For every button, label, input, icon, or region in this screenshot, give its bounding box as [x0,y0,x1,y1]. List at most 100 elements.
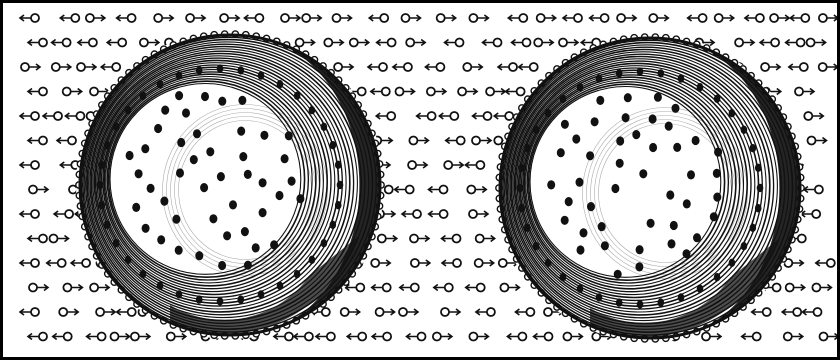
arrow-circle-glyph [688,14,707,22]
circle-arrow-glyph [500,284,519,292]
arrow-circle-glyph [60,161,79,169]
globe-dot [586,151,594,160]
circle-arrow-glyph [281,14,300,22]
arrow-circle-glyph [498,63,517,71]
band-dot [176,290,183,298]
arrow-circle-glyph [20,161,39,169]
globe-dot [710,212,718,221]
band-dot [321,123,328,131]
band-dot [519,164,526,172]
arrow-circle-glyph [442,235,461,243]
circle-arrow-glyph [469,210,488,218]
arrow-circle-glyph [28,39,47,47]
band-dot [217,64,224,72]
circle-arrow-glyph [770,14,789,22]
globe-dot [596,96,604,105]
globe-dot [622,113,630,122]
globe-dot [161,106,169,115]
globe-dot [692,136,700,145]
globe-dot [616,136,624,145]
band-dot [140,92,147,100]
band-dot [577,285,584,293]
globe-dot [270,240,278,249]
band-dot [741,242,748,250]
circle-arrow-glyph [795,88,814,96]
circle-arrow-glyph [463,63,482,71]
band-dot [697,83,704,91]
arrow-circle-glyph [316,333,335,341]
band-dot [741,126,748,134]
arrow-circle-glyph [816,259,835,267]
arrow-circle-glyph [494,112,513,120]
arrow-circle-glyph [563,14,582,22]
globe-dot [687,170,695,179]
globe-dot [683,199,691,208]
globe-dot [223,231,231,240]
band-dot [750,224,757,232]
circle-arrow-glyph [140,39,159,47]
circle-arrow-glyph [534,39,553,47]
band-dot [533,242,540,250]
arrow-circle-glyph [439,112,458,120]
arrow-circle-glyph [407,333,426,341]
arrow-circle-glyph [429,210,448,218]
circle-arrow-glyph [761,63,780,71]
circle-arrow-glyph [409,137,428,145]
arrow-circle-glyph [20,14,39,22]
globe-dot [288,177,296,186]
circle-arrow-glyph [96,308,115,316]
band-dot [596,74,603,82]
circle-arrow-glyph [52,63,71,71]
circle-arrow-glyph [458,88,477,96]
globe-dot [142,224,150,233]
band-dot [524,144,531,152]
arrow-circle-glyph [371,88,390,96]
arrow-circle-glyph [507,333,526,341]
band-dot [337,181,344,189]
arrow-circle-glyph [429,186,448,194]
globe-dot [561,216,569,225]
globe-dot [147,184,155,193]
band-dot [637,67,644,75]
band-dot [140,270,147,278]
band-dot [517,184,524,192]
arrow-circle-glyph [294,333,313,341]
globe-dot [154,124,162,133]
globe-dot [237,127,245,136]
arrow-circle-glyph [400,284,419,292]
globe-dot [238,96,246,105]
circle-arrow-glyph [350,39,369,47]
circle-arrow-glyph [467,186,486,194]
globe-dot [190,155,198,164]
globe-dot [276,191,284,200]
right-globe [496,34,810,342]
circle-arrow-glyph [302,14,321,22]
circle-arrow-glyph [111,333,130,341]
band-dot [97,181,104,189]
band-dot [729,259,736,267]
globe-dot [580,228,588,237]
circle-arrow-glyph [29,186,48,194]
band-dot [277,282,284,290]
circle-arrow-glyph [63,88,82,96]
globe-dot [296,194,304,203]
arrow-circle-glyph [53,333,72,341]
band-dot [545,259,552,267]
globe-dot [654,93,662,102]
globe-dot [591,117,599,126]
arrow-circle-glyph [28,137,47,145]
circle-arrow-glyph [154,14,173,22]
band-dot [258,290,265,298]
circle-arrow-glyph [469,14,488,22]
globe-dot [229,200,237,209]
globe-dot [713,193,721,202]
arrow-circle-glyph [508,14,527,22]
band-dot [545,109,552,117]
circle-arrow-glyph [784,333,803,341]
globe-dot [611,184,619,193]
band-dot [104,141,111,149]
band-dot [258,71,265,79]
globe-dot [281,154,289,163]
circle-arrow-glyph [559,39,578,47]
